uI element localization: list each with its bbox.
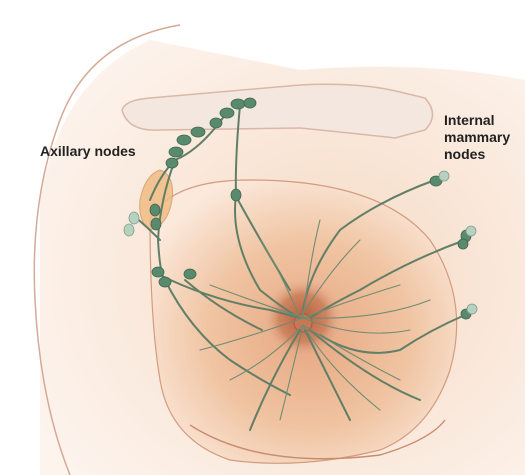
clavicle-bone [121, 83, 434, 139]
faded-node-cluster [123, 211, 140, 237]
lymph-capillaries [199, 219, 431, 421]
internal-label-line-2: mammary [444, 129, 511, 145]
shoulder-outline [33, 24, 181, 475]
internal-mammary-nodes-label: Internal mammary nodes [444, 112, 524, 163]
internal-mammary-node-cluster [429, 175, 472, 320]
internal-label-line-3: nodes [444, 146, 486, 162]
axillary-nodes-label: Axillary nodes [40, 143, 136, 159]
internal-faded-nodes [438, 170, 478, 315]
axillary-node-cluster [149, 97, 257, 288]
breast-underside [189, 419, 446, 460]
internal-label-line-1: Internal [444, 112, 495, 128]
